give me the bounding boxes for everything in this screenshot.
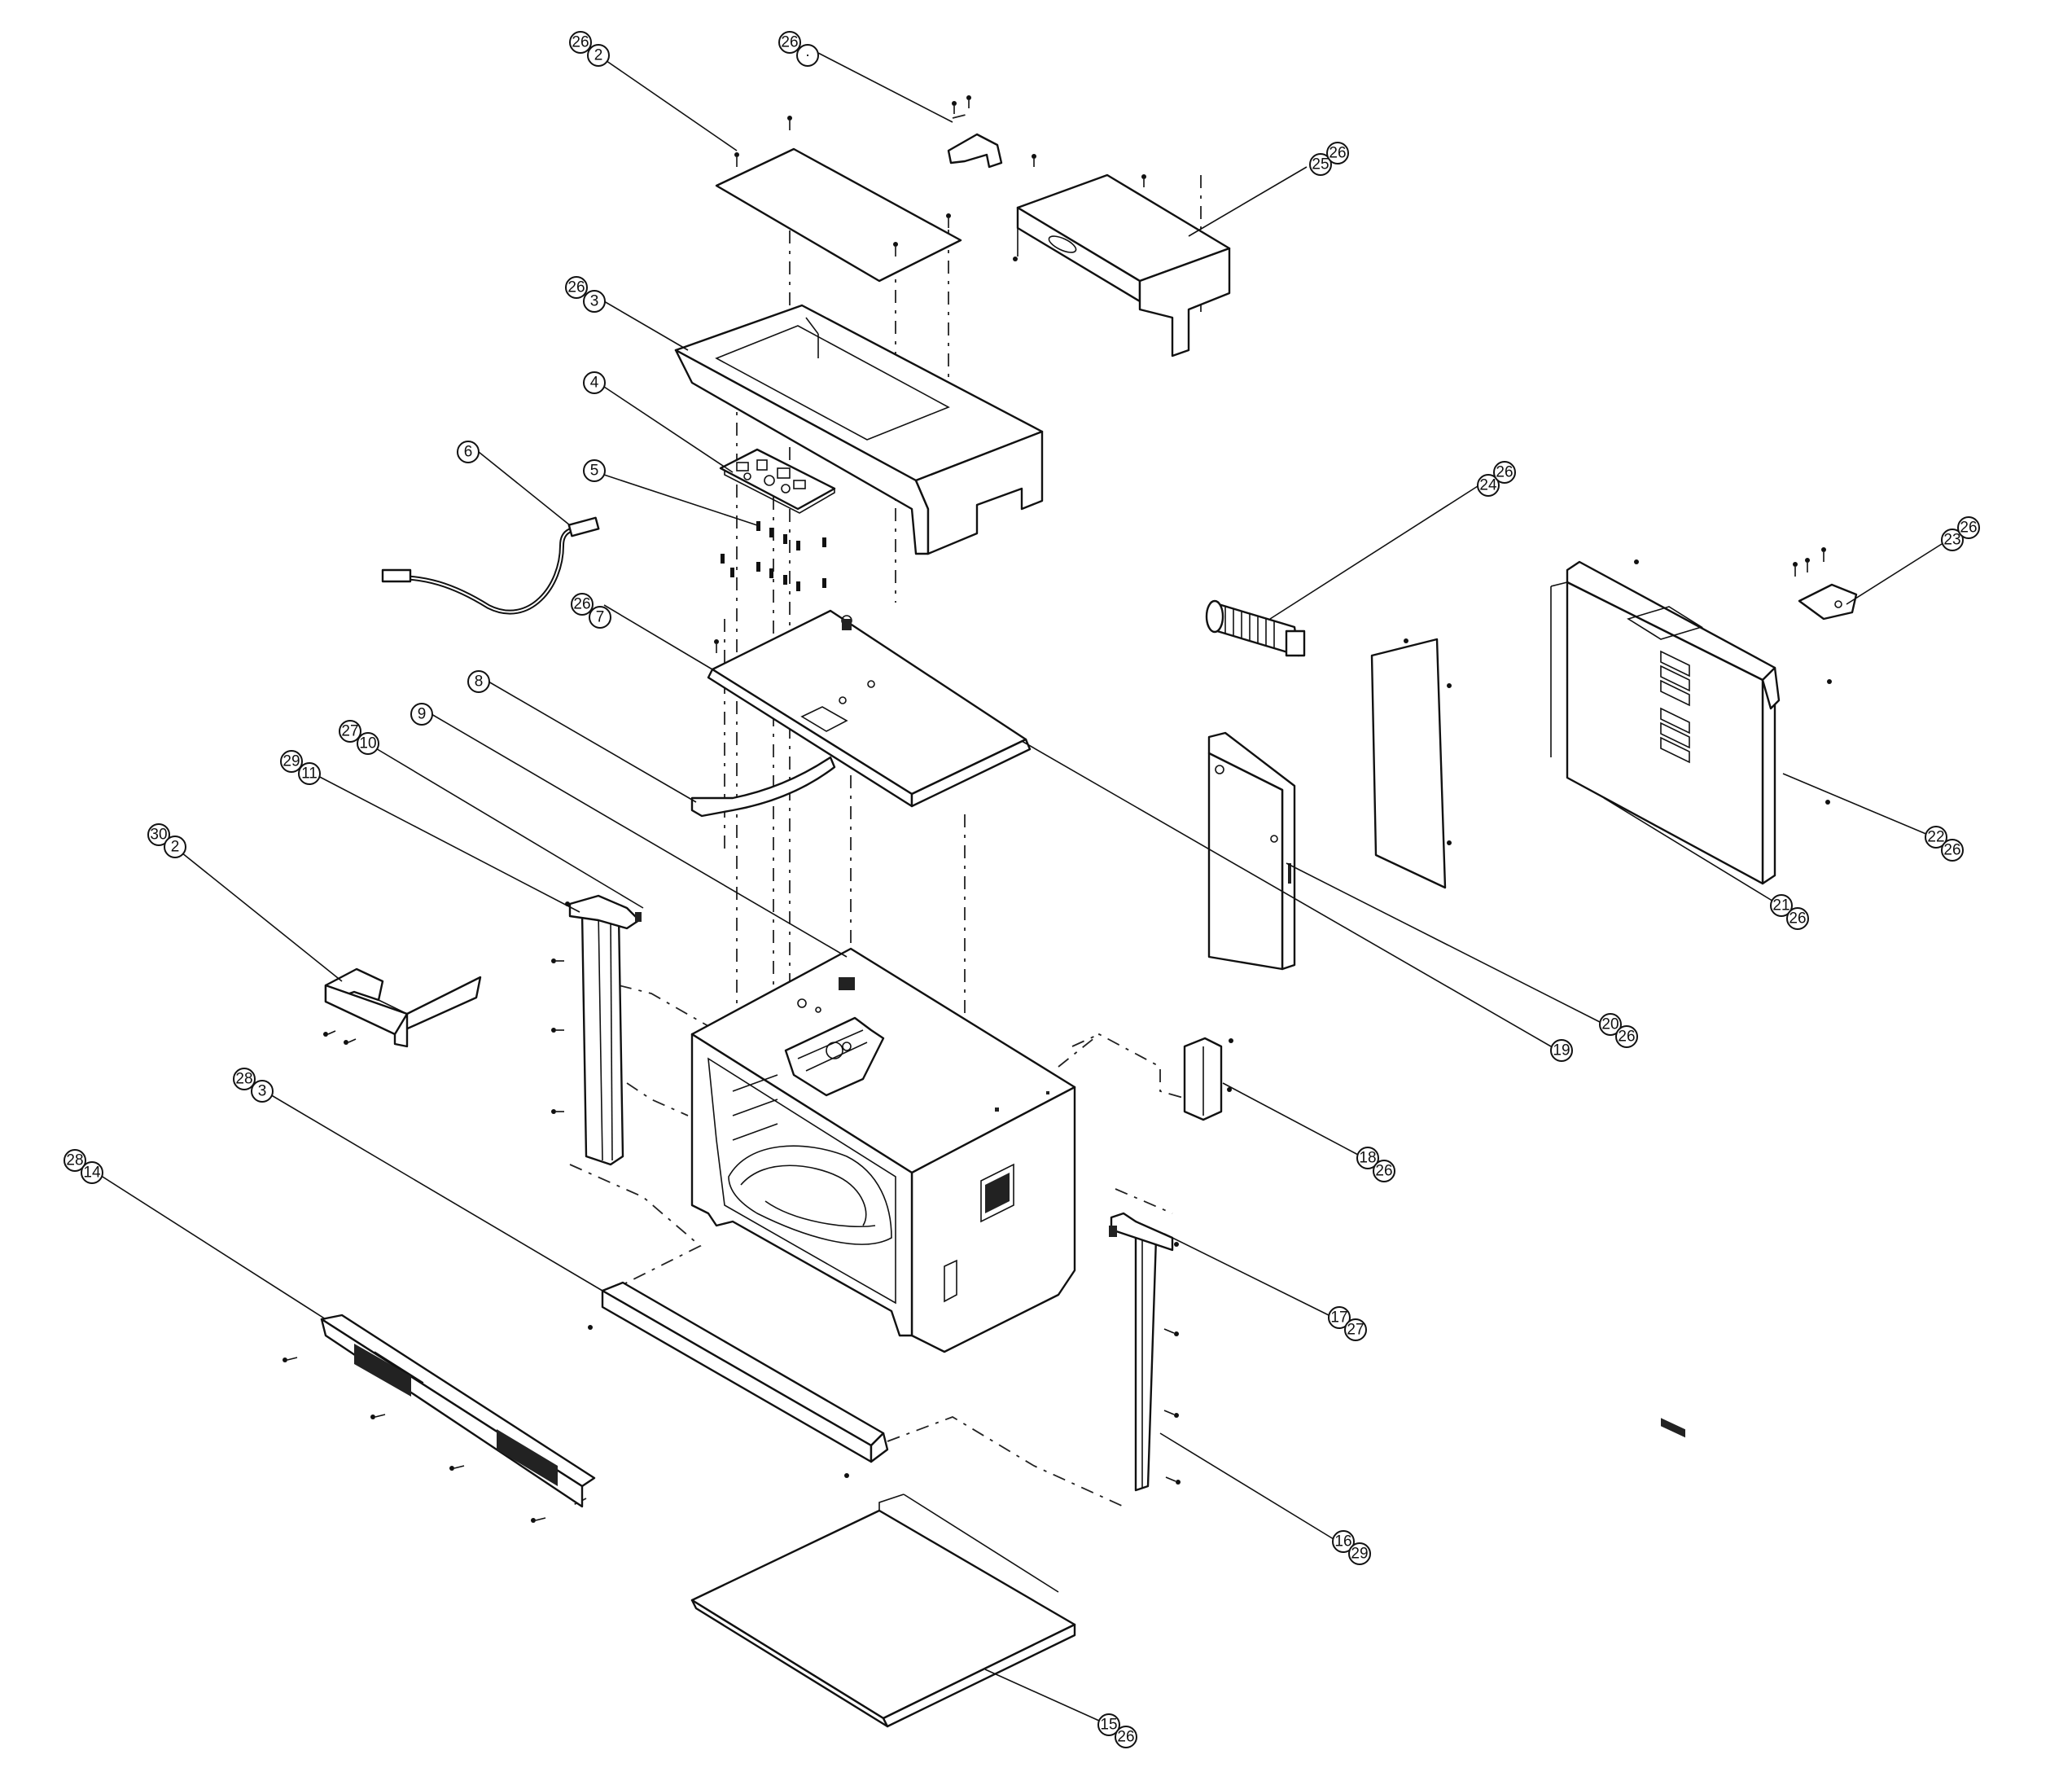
part-curved-duct xyxy=(690,756,836,818)
callout-label: 9 xyxy=(418,706,427,723)
callout-label: 7 xyxy=(596,609,605,626)
callout-c3: 26 3 xyxy=(565,276,606,313)
callout-c4: 4 xyxy=(583,371,606,394)
callout-c12: 30 2 xyxy=(147,823,186,858)
callout-c22: 22 26 xyxy=(1925,826,1964,862)
callout-label: 24 xyxy=(1479,477,1497,494)
callout-label: 26 xyxy=(1789,910,1806,928)
part-right-side-duct xyxy=(1550,559,1832,1438)
part-control-board xyxy=(719,448,836,514)
part-bottom-tray xyxy=(690,1493,1076,1728)
part-left-rail xyxy=(551,894,642,1166)
callout-c10: 27 10 xyxy=(339,720,379,755)
callout-label: 8 xyxy=(475,673,484,691)
callout-c8: 8 xyxy=(467,670,490,693)
callout-c2: 26 2 xyxy=(569,31,610,67)
callout-label: 5 xyxy=(590,463,599,480)
callout-c13: 28 3 xyxy=(233,1068,274,1103)
callout-c24: 24 26 xyxy=(1477,461,1516,497)
callout-label: 3 xyxy=(258,1083,267,1100)
part-top-duct-cover xyxy=(1013,154,1231,357)
callout-c5: 5 xyxy=(583,459,606,482)
callout-label: 20 xyxy=(1601,1016,1619,1033)
callout-label: 30 xyxy=(150,827,167,844)
part-blower-fan xyxy=(1205,599,1306,657)
part-right-rail xyxy=(1109,1212,1181,1492)
callout-label: 26 xyxy=(1496,464,1513,481)
callout-label: 16 xyxy=(1334,1533,1351,1550)
part-front-trim-bar xyxy=(588,1281,889,1478)
callout-label: 25 xyxy=(1312,156,1329,173)
callout-label: 11 xyxy=(301,765,318,783)
callout-label: 17 xyxy=(1330,1309,1347,1327)
callout-label: 4 xyxy=(590,375,599,392)
part-vent-grille xyxy=(283,1314,596,1523)
callout-c25: 25 26 xyxy=(1309,142,1349,176)
callout-label: 26 xyxy=(567,279,585,296)
callout-c15: 15 26 xyxy=(1097,1713,1137,1748)
part-top-panel-sheet xyxy=(715,116,962,283)
callout-label: 28 xyxy=(66,1152,83,1169)
callout-label: 26 xyxy=(1960,520,1977,537)
callout-label: 27 xyxy=(1347,1322,1364,1339)
callout-c23: 23 26 xyxy=(1941,516,1980,551)
part-control-housing xyxy=(674,304,1044,555)
callout-label: 15 xyxy=(1100,1717,1117,1734)
callout-c9: 9 xyxy=(410,703,433,726)
callout-label: 26 xyxy=(781,34,798,51)
callout-c19: 19 xyxy=(1550,1039,1573,1062)
callout-label: 26 xyxy=(1618,1029,1635,1046)
callout-label: 27 xyxy=(341,723,358,740)
part-board-standoffs xyxy=(721,521,826,591)
callout-c14: 28 14 xyxy=(64,1149,103,1184)
part-wire-harness xyxy=(381,516,600,615)
callout-label: 2 xyxy=(594,47,603,64)
callout-label: 3 xyxy=(590,293,599,310)
part-left-side-panel xyxy=(1207,731,1296,971)
callout-label: 19 xyxy=(1553,1042,1570,1059)
callout-label: 26 xyxy=(1943,842,1960,859)
part-cavity-side-bracket xyxy=(1183,1037,1233,1121)
callout-label: 6 xyxy=(464,444,473,461)
callout-label: 22 xyxy=(1927,829,1944,846)
callout-label: 28 xyxy=(235,1071,252,1088)
callout-label: · xyxy=(805,47,810,64)
callout-c18: 18 26 xyxy=(1356,1147,1395,1182)
callout-c16: 16 29 xyxy=(1332,1530,1371,1565)
callout-c20: 20 26 xyxy=(1599,1013,1638,1048)
leader-lines xyxy=(93,52,1943,1722)
callout-label: 14 xyxy=(83,1165,101,1182)
callout-label: 10 xyxy=(359,735,376,752)
part-oven-cavity xyxy=(690,947,1076,1353)
callout-label: 26 xyxy=(573,596,590,613)
callout-label: 26 xyxy=(572,34,589,51)
callout-label: 29 xyxy=(1351,1546,1368,1563)
part-side-panel xyxy=(1370,638,1452,889)
callout-c11: 29 11 xyxy=(280,750,321,785)
part-shelf-bracket xyxy=(323,967,482,1048)
callout-label: 21 xyxy=(1772,897,1789,915)
callout-c7: 26 7 xyxy=(571,593,611,629)
callout-c1: 26 · xyxy=(778,31,819,67)
callout-c21: 21 26 xyxy=(1770,894,1809,930)
callout-label: 26 xyxy=(1375,1163,1392,1180)
callout-label: 18 xyxy=(1359,1150,1376,1167)
part-small-right-bracket xyxy=(1793,547,1858,621)
callout-label: 29 xyxy=(283,753,300,770)
callout-label: 23 xyxy=(1943,532,1960,549)
part-mounting-plate xyxy=(707,609,1032,808)
callout-label: 26 xyxy=(1329,145,1346,162)
callout-c6: 6 xyxy=(457,441,480,463)
callout-label: 2 xyxy=(171,839,180,856)
part-small-top-bracket xyxy=(947,95,1003,169)
callout-label: 26 xyxy=(1117,1729,1134,1746)
callout-c17: 17 27 xyxy=(1328,1306,1367,1341)
